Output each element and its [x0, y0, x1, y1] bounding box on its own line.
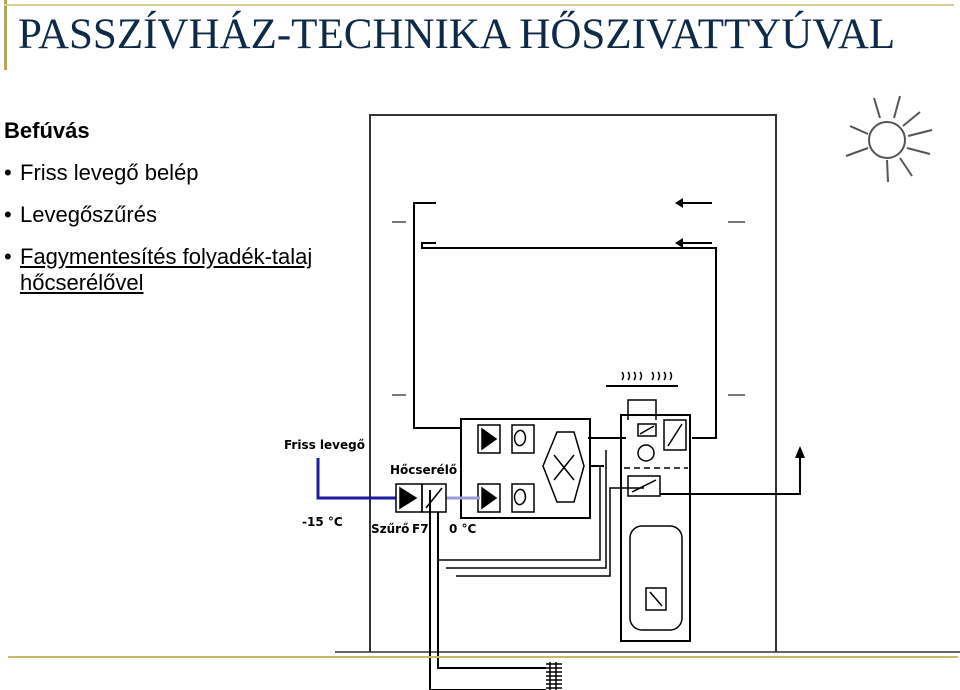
- heat-pump-unit: [620, 414, 691, 642]
- bullet-list: • Friss levegő belép • Levegőszűrés • Fagym…: [4, 160, 365, 312]
- radiator-heat-icon: [606, 371, 678, 420]
- filter-label: Szűrő: [371, 522, 409, 536]
- bullet-item: • Friss levegő belép: [4, 160, 365, 186]
- inlet-temperature-label: 0 °C: [449, 522, 477, 536]
- heat-exchanger-label: Hőcserélő: [390, 463, 457, 477]
- duct-arrows: [675, 198, 683, 248]
- room-dashes: [392, 221, 745, 396]
- brine-circuit: [429, 450, 644, 690]
- bullet-item: • Fagymentesítés folyadék-talaj hőcserélő…: [4, 244, 365, 296]
- bullet-dot: •: [4, 202, 12, 227]
- slide-title: PASSZÍVHÁZ-TECHNIKA HŐSZIVATTYÚVAL: [18, 11, 896, 58]
- filter-class-label: F7: [412, 522, 429, 536]
- fresh-air-duct: [316, 458, 480, 500]
- bottom-rule: [8, 656, 958, 658]
- exhaust-duct: [590, 456, 801, 495]
- slide-subtitle: Befúvás: [4, 118, 90, 143]
- outside-temperature-label: -15 °C: [302, 515, 343, 529]
- ground-coil-icon: [546, 662, 562, 690]
- bullet-item: • Levegőszűrés: [4, 202, 365, 228]
- bullet-text: Friss levegő belép: [20, 160, 199, 185]
- bullet-dot: •: [4, 244, 12, 269]
- exhaust-arrow: [795, 446, 805, 458]
- bullet-dot: •: [4, 160, 12, 185]
- fresh-air-label: Friss levegő: [284, 438, 365, 452]
- title-top-rule: [4, 4, 954, 6]
- ground-heat-exchanger-box: [395, 483, 447, 513]
- house-outline: [335, 114, 960, 653]
- bullet-text: Fagymentesítés folyadék-talaj hőcserélőv…: [20, 244, 313, 295]
- bullet-text: Levegőszűrés: [20, 202, 157, 227]
- sun-icon: [845, 95, 933, 183]
- ventilation-unit: [460, 418, 591, 519]
- supply-ducts: [413, 202, 717, 439]
- title-accent-bar: [4, 0, 957, 70]
